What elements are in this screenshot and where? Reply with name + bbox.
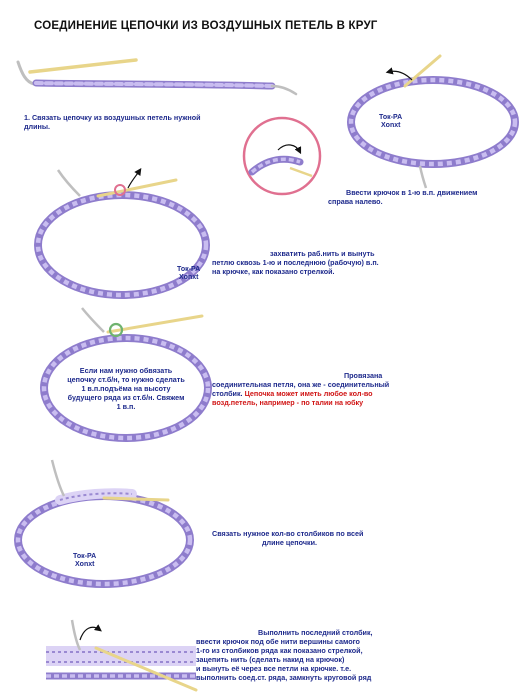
zoom-detail-circle (242, 116, 322, 196)
crochet-hook (96, 178, 178, 198)
step-6-caption: Связать нужное кол-во столбиков по всей … (212, 529, 364, 547)
ring-illustration-step5 (40, 307, 212, 442)
step-1-caption: 1. Связать цепочку из воздушных петель н… (24, 113, 201, 131)
step-4-highlight: Цепочка может иметь любое кол-во (244, 389, 373, 398)
page-title: СОЕДИНЕНИЕ ЦЕПОЧКИ ИЗ ВОЗДУШНЫХ ПЕТЕЛЬ В… (34, 20, 378, 32)
crochet-hook (28, 58, 138, 74)
step-7-caption: Выполнить последний столбик, ввести крюч… (196, 628, 373, 682)
step-4-caption: Провязана соединительная петля, она же -… (212, 371, 390, 407)
crochet-hook (94, 646, 198, 692)
step-5-caption: Если нам нужно обвязать цепочку ст.б/н, … (67, 366, 185, 411)
watermark-label: Ток-PA Xonxt (379, 114, 403, 129)
ring-illustration-top-right (347, 54, 519, 189)
crochet-hook (403, 54, 442, 88)
ring-illustration-step3 (34, 168, 210, 299)
straight-chain-illustration (16, 58, 298, 96)
crochet-hook (106, 314, 204, 334)
ring-illustration-step6 (14, 459, 194, 588)
step-2-caption: Ввести крючок в 1-ю в.п. движением справ… (328, 188, 478, 206)
crochet-hook (102, 496, 170, 502)
step-3-caption: захватить раб.нить и вынуть петлю сквозь… (212, 249, 379, 276)
watermark-label: Ток-PA Xonxt (177, 266, 201, 281)
watermark-label: Ток-PA Xonxt (73, 553, 97, 568)
stitch-row-illustration-step7 (46, 619, 198, 692)
